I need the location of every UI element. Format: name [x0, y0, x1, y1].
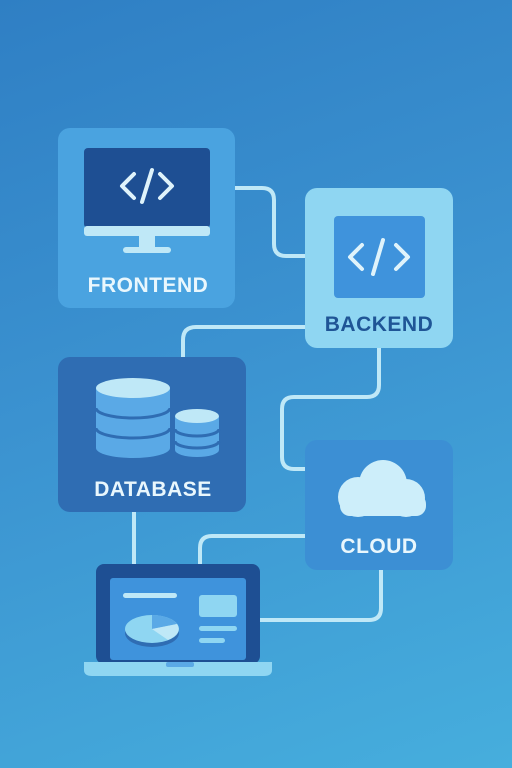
laptop-notch — [166, 662, 194, 667]
connector-cloud-client — [198, 534, 308, 568]
code-icon — [334, 216, 425, 298]
laptop-dashboard-icon[interactable] — [84, 564, 272, 676]
cloud-card[interactable]: CLOUD — [305, 440, 453, 570]
laptop-screen — [110, 578, 246, 660]
database-card[interactable]: DATABASE — [58, 357, 246, 512]
connector-backend-cloud — [280, 346, 381, 471]
connectors — [132, 186, 383, 622]
dashboard-content — [123, 593, 237, 647]
database-icon — [94, 378, 221, 458]
cloud-label: CLOUD — [340, 535, 417, 558]
frontend-label: FRONTEND — [88, 274, 209, 297]
backend-card[interactable]: BACKEND — [305, 188, 453, 348]
monitor-code-icon — [84, 148, 210, 253]
connector-client-cloud — [258, 568, 383, 622]
connector-backend-database — [181, 325, 308, 359]
cloud-icon — [338, 460, 426, 517]
backend-label: BACKEND — [325, 313, 434, 336]
database-label: DATABASE — [94, 478, 212, 501]
frontend-card[interactable]: FRONTEND — [58, 128, 235, 308]
laptop-base — [84, 662, 272, 676]
pie-chart-icon — [125, 615, 179, 647]
connector-frontend-backend — [233, 186, 308, 258]
